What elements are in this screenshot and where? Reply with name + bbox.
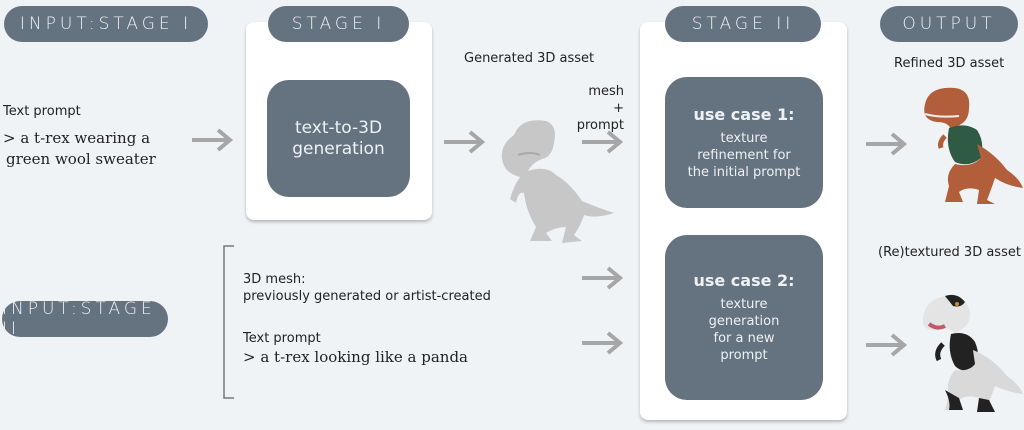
arrow-icon [442,130,486,154]
mesh-prompt-line: mesh + [588,84,624,116]
mesh-label: 3D mesh: [243,272,306,287]
arrow-icon [580,331,624,355]
use-case2-box: use case 2: texture generation for a new… [665,235,823,400]
stage2-pill: STAGE II [665,6,821,42]
mesh-prompt-line: prompt [576,118,624,133]
prompt-text-line: green wool sweater [6,150,156,168]
input-stage1-pill: INPUT:STAGE I [4,6,208,42]
use-case1-line: refinement for [697,147,791,163]
use-case2-title: use case 2: [693,271,795,290]
use-case2-line: generation [708,314,780,329]
use-case2-line: prompt [720,348,768,363]
input-stage2-pill: INPUT:STAGE II [2,299,168,339]
generated-asset-label: Generated 3D asset [464,51,595,66]
text-prompt-label: Text prompt [3,104,81,119]
arrow-icon [864,333,908,357]
refined-asset-label: Refined 3D asset [894,56,1005,71]
arrow-icon [580,130,624,154]
panda-prompt: > a t-rex looking like a panda [243,348,468,366]
use-case2-line: texture [720,297,768,312]
use-case1-line: texture [720,130,768,146]
arrow-icon [864,132,908,156]
output-pill: OUTPUT [880,6,1018,42]
text-prompt2-label: Text prompt [243,331,321,346]
use-case2-line: for a new [713,331,775,346]
bracket [223,245,234,399]
mesh-prompt-label: mesh + prompt [574,83,624,134]
arrow-icon [190,128,234,152]
use-case1-box: use case 1: texture refinement for the i… [665,77,823,208]
use-case1-title: use case 1: [693,104,795,124]
box-line: text-to-3D [294,117,383,138]
arrow-icon [580,266,624,290]
box-line: generation [292,138,385,159]
prompt-text-line: > a t-rex wearing a [3,129,151,147]
panda-trex-image [922,294,1023,412]
text-to-3d-box: text-to-3D generation [267,80,410,197]
retextured-asset-label: (Re)textured 3D asset [878,245,1021,260]
mesh-desc: previously generated or artist-created [243,289,491,304]
refined-trex-image [924,87,1023,204]
stage1-pill: STAGE I [268,6,409,42]
gray-trex-mesh-image [501,120,614,243]
use-case1-line: the initial prompt [687,164,801,180]
